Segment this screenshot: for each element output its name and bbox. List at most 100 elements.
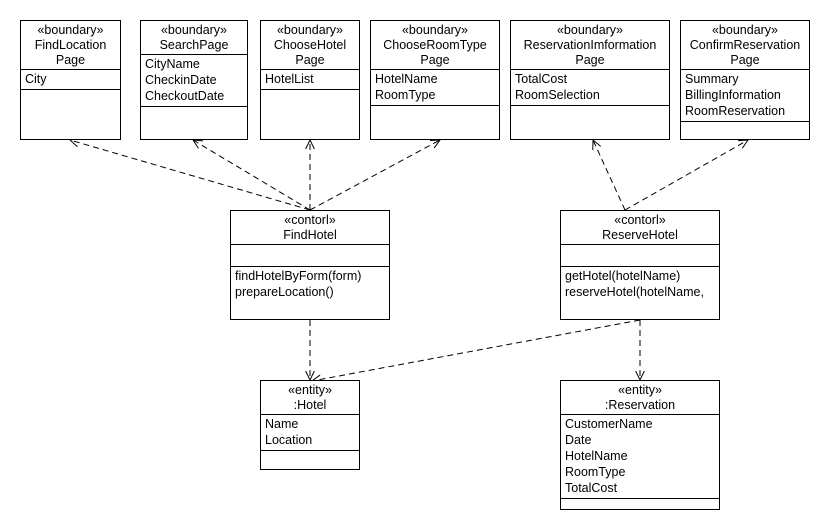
dependency-line-0 [69,139,311,211]
class-name-line: Page [575,53,605,67]
class-header: «entity»:Reservation [561,381,719,415]
attribute: Location [265,433,313,447]
class-header: «entity»:Hotel [261,381,359,415]
operations-compartment: getHotel(hotelName) reserveHotel(hotelNam… [561,267,719,302]
attributes-compartment [561,245,719,267]
operation: findHotelByForm(form) [235,269,362,283]
attributes-compartment [231,245,389,267]
attributes-compartment: City [21,70,120,90]
dependency-line-7 [311,319,641,382]
attribute: CheckinDate [145,73,217,87]
dependency-line-6 [624,139,749,211]
operations-compartment [681,122,809,139]
dependency-line-5 [592,139,626,211]
attribute: RoomType [375,88,436,102]
stereotype-label: «boundary» [401,23,469,37]
operations-compartment [561,499,719,509]
class-find-hotel[interactable]: «contorl»FindHotel findHotelByForm(form) p… [230,210,390,320]
dependency-arrowhead-5 [592,138,602,151]
class-name-line: Page [55,53,86,67]
class-reserve-hotel[interactable]: «contorl»ReserveHotel getHotel(hotelName)… [560,210,720,320]
class-name-line: :Hotel [293,398,327,412]
attribute: RoomType [565,465,626,479]
class-name-line: Page [730,53,760,67]
stereotype-label: «boundary» [37,23,104,37]
operations-compartment [261,451,359,469]
class-name-line: Page [295,53,325,67]
attribute: CustomerName [565,417,653,431]
attribute: CityName [145,57,200,71]
stereotype-label: «entity» [618,383,662,397]
attribute: TotalCost [565,481,618,495]
stereotype-label: «boundary» [276,23,344,37]
attribute: CheckoutDate [145,89,225,103]
attribute: TotalCost [515,72,568,86]
operations-compartment [21,90,120,111]
class-header: «contorl»ReserveHotel [561,211,719,245]
class-name-line: SearchPage [159,38,229,52]
attribute: BillingInformation [685,88,781,102]
dependency-arrowhead-1 [192,139,204,149]
dependency-line-1 [192,139,311,211]
attribute: RoomReservation [685,104,786,118]
class-name-line: ReserveHotel [602,228,678,242]
operations-compartment [261,90,359,111]
class-header: «boundary»SearchPage [141,21,247,55]
operations-compartment [141,107,247,128]
operations-compartment [511,106,669,127]
dependency-line-3 [309,139,441,211]
class-name-line: ChooseHotel [273,38,347,52]
operations-compartment: findHotelByForm(form) prepareLocation() [231,267,389,302]
dependency-arrowhead-3 [429,139,442,149]
class-name-line: :Reservation [604,398,676,412]
stereotype-label: «entity» [288,383,332,397]
class-name-line: ChooseRoomType [383,38,487,52]
operation: prepareLocation() [235,285,334,299]
attribute: HotelList [265,72,314,86]
class-name-line: ConfirmReservation [689,38,801,52]
attribute: Name [265,417,299,431]
stereotype-label: «contorl» [284,213,336,227]
stereotype-label: «boundary» [711,23,779,37]
dependency-arrowhead-6 [737,139,749,149]
attribute: HotelName [375,72,438,86]
attribute: RoomSelection [515,88,600,102]
stereotype-label: «contorl» [614,213,666,227]
operations-compartment [371,106,499,127]
class-name-line: FindHotel [283,228,337,242]
attribute: Summary [685,72,739,86]
operation: getHotel(hotelName) [565,269,681,283]
attribute: Date [565,433,592,447]
attribute: City [25,72,47,86]
class-name-line: ReservationImformation [523,38,657,52]
stereotype-label: «boundary» [556,23,624,37]
stereotype-label: «boundary» [160,23,228,37]
attributes-compartment: HotelList [261,70,359,90]
class-header: «contorl»FindHotel [231,211,389,245]
attribute: HotelName [565,449,628,463]
class-name-line: Page [420,53,450,67]
dependency-arrowhead-2 [305,138,315,150]
class-name-line: FindLocation [34,38,107,52]
operation: reserveHotel(hotelName, [565,285,704,299]
